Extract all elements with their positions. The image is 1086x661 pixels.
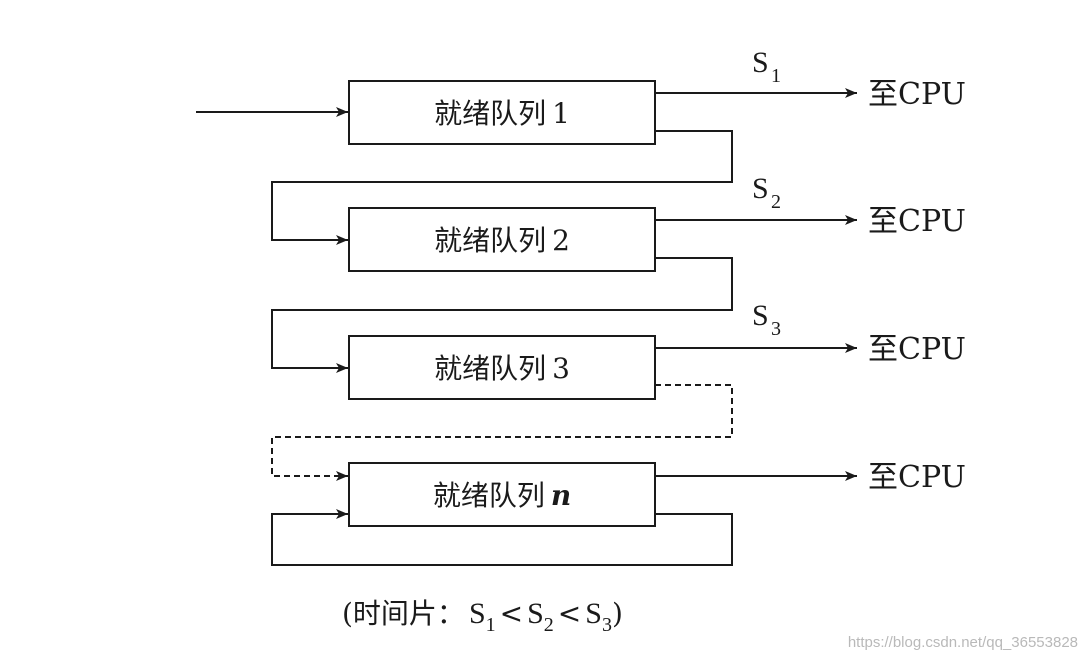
caption-lt-2: < <box>558 597 581 630</box>
caption-sub2: 2 <box>544 614 554 636</box>
slice-3-sub: 3 <box>771 318 781 340</box>
queue-2-index: 2 <box>552 224 570 257</box>
caption-sub3: 3 <box>602 614 612 636</box>
slice-2-sub: 2 <box>771 191 781 213</box>
slice-3-s: S <box>752 299 769 332</box>
caption-sub1: 1 <box>486 614 496 636</box>
feedback-3-to-n <box>271 384 733 481</box>
feedback-2-to-3 <box>271 257 733 373</box>
queue-3-box <box>348 335 656 400</box>
queue-2-name: 就绪队列 <box>434 224 546 257</box>
slice-1-s: S <box>752 46 769 79</box>
caption-s3: S <box>585 597 602 630</box>
queue-2-box <box>348 207 656 272</box>
watermark: https://blog.csdn.net/qq_36553828 <box>848 634 1078 651</box>
slice-label-3: S 3 <box>752 299 781 340</box>
cpu-label-3: 至CPU <box>868 332 966 367</box>
feedback-1-to-2 <box>271 130 733 245</box>
queue-1-index: 1 <box>552 97 570 130</box>
queue-1-box <box>348 80 656 145</box>
feedback-n-loop <box>271 509 733 566</box>
slice-2-s: S <box>752 172 769 205</box>
caption-s1: S <box>469 597 486 630</box>
caption-lt-1: < <box>500 597 523 630</box>
queue-n-name: 就绪队列 <box>433 479 545 512</box>
queue-n-index: n <box>551 479 571 512</box>
caption-prefix: (时间片： <box>342 597 465 630</box>
queue-1-name: 就绪队列 <box>434 97 546 130</box>
caption: (时间片：S1<S2<S3) <box>342 597 623 636</box>
cpu-label-2: 至CPU <box>868 204 966 239</box>
cpu-label-1: 至CPU <box>868 77 966 112</box>
caption-suffix: ) <box>612 597 623 630</box>
queue-3-index: 3 <box>552 352 570 385</box>
caption-s2: S <box>527 597 544 630</box>
queue-3-name: 就绪队列 <box>434 352 546 385</box>
slice-label-2: S 2 <box>752 172 781 213</box>
cpu-label-n: 至CPU <box>868 460 966 495</box>
slice-label-1: S 1 <box>752 46 781 87</box>
slice-1-sub: 1 <box>771 65 781 87</box>
queue-n-box <box>348 462 656 527</box>
